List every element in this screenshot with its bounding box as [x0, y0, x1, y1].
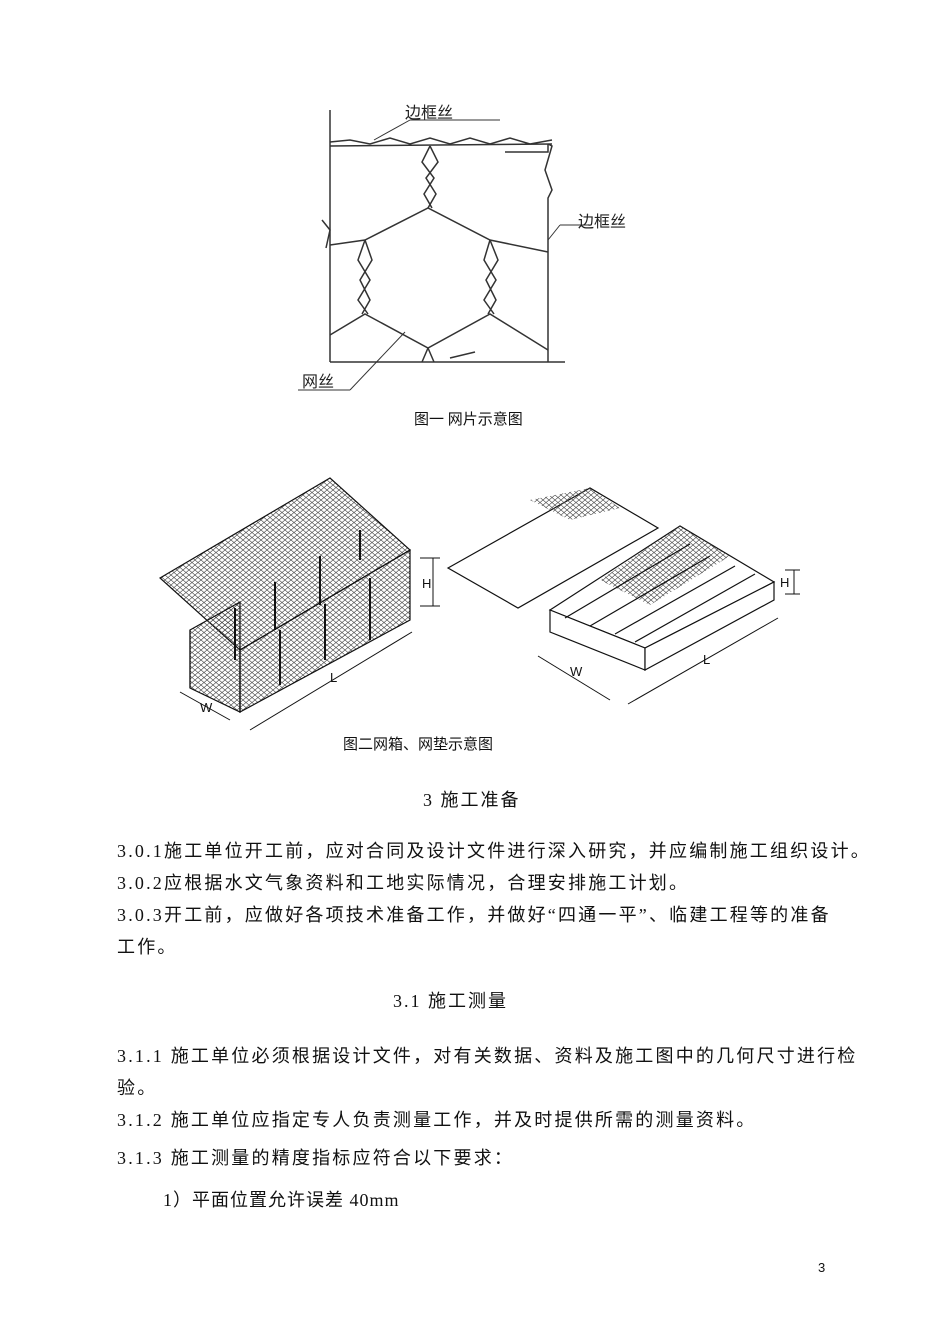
paragraph-3-0-3: 3.0.3开工前，应做好各项技术准备工作，并做好“四通一平”、临建工程等的准备: [117, 905, 831, 925]
dim-right-l: L: [703, 652, 710, 667]
section-3-heading: 3 施工准备: [423, 790, 521, 810]
figure-1-mesh-panel-diagram: 边框丝 边框丝 网丝: [298, 104, 590, 391]
figure-1-caption: 图一 网片示意图: [414, 412, 523, 428]
label-edge-wire-right-text: 边框丝: [578, 214, 627, 231]
paragraph-3-0-3-cont: 工作。: [117, 937, 178, 957]
page-number: 3: [818, 1260, 826, 1275]
section-3-1-heading: 3.1 施工测量: [393, 991, 508, 1011]
dim-left-l: L: [330, 670, 337, 685]
dim-right-w: W: [570, 664, 583, 679]
list-item-1: 1）平面位置允许误差 40mm: [163, 1190, 400, 1210]
paragraph-3-1-2: 3.1.2 施工单位应指定专人负责测量工作，并及时提供所需的测量资料。: [117, 1110, 757, 1130]
figure-2-gabion-diagram: H L W H L W: [158, 477, 800, 731]
paragraph-3-1-1: 3.1.1 施工单位必须根据设计文件，对有关数据、资料及施工图中的几何尺寸进行检: [117, 1046, 858, 1066]
paragraph-3-0-1: 3.0.1施工单位开工前，应对合同及设计文件进行深入研究，并应编制施工组织设计。: [117, 841, 871, 861]
paragraph-3-0-2: 3.0.2应根据水文气象资料和工地实际情况，合理安排施工计划。: [117, 873, 690, 893]
dim-left-w: W: [200, 700, 213, 715]
paragraph-3-1-1-cont: 验。: [117, 1078, 158, 1098]
dim-right-h: H: [780, 575, 789, 590]
figure-2-caption: 图二网箱、网垫示意图: [343, 737, 494, 753]
dim-left-h: H: [422, 576, 431, 591]
paragraph-3-1-3: 3.1.3 施工测量的精度指标应符合以下要求：: [117, 1148, 515, 1168]
label-edge-wire-top: 边框丝: [405, 104, 453, 122]
label-mesh-wire: 网丝: [302, 373, 334, 391]
